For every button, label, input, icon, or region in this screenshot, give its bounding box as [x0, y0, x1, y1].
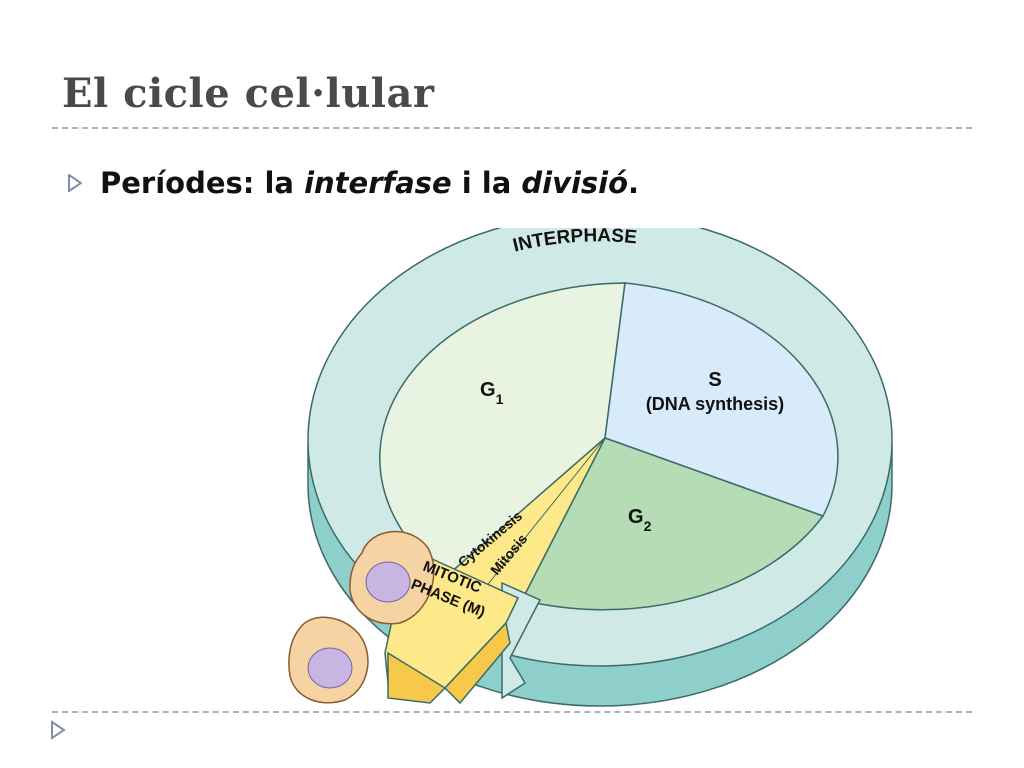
bullet-term-interfase: interfase: [304, 166, 452, 200]
cell-upper: [349, 531, 435, 625]
title-divider: [52, 127, 972, 129]
cell-lower: [288, 616, 369, 704]
triangle-right-icon[interactable]: [50, 720, 66, 740]
label-g1: G1: [480, 379, 504, 407]
triangle-right-icon: [68, 174, 82, 192]
label-g2: G2: [628, 506, 652, 534]
bullet-item: Períodes: la interfase i la divisió .: [68, 166, 639, 200]
bullet-term-divisio: divisió: [521, 166, 629, 200]
phase-s: [604, 282, 839, 517]
footer-divider: [52, 711, 972, 713]
cell-cycle-diagram: INTERPHASE G1 S (DNA synthesis) G2 Cytok…: [288, 228, 893, 707]
bullet-prefix: Períodes: la: [100, 166, 305, 200]
label-s-detail: (DNA synthesis): [646, 394, 784, 414]
bullet-middle: i la: [451, 166, 522, 200]
label-s: S: [708, 369, 721, 391]
phase-g2: [520, 437, 825, 611]
slide-title: El cicle cel·lular: [62, 70, 435, 117]
bullet-suffix: .: [628, 166, 640, 200]
